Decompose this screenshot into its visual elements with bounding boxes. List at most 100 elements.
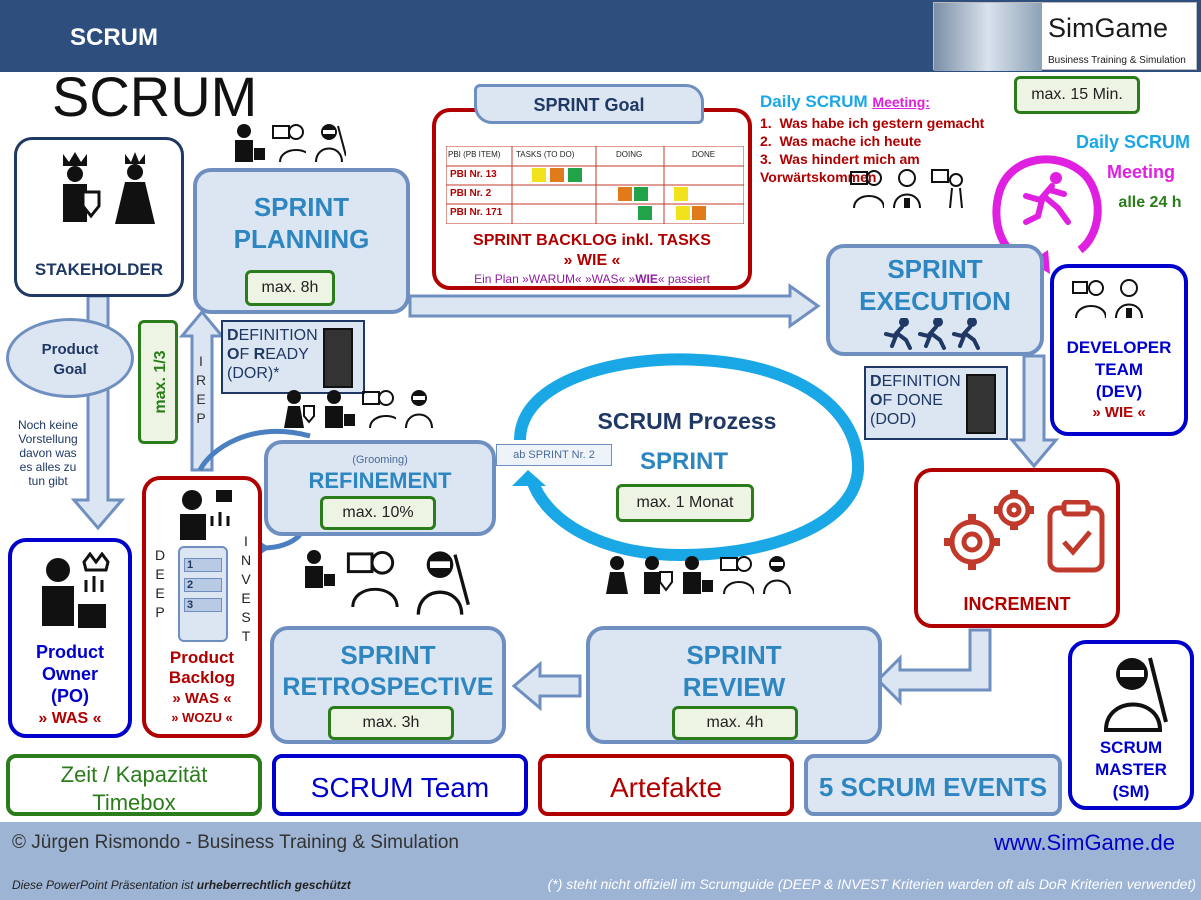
sm-line3: (SM) [1112,782,1150,801]
increment-card[interactable]: INCREMENT [914,468,1120,628]
invest-letters: I N V E S T [240,532,252,646]
sm-line1: SCRUM [1099,738,1163,757]
logo-subtitle: Business Training & Simulation [1048,55,1186,66]
po-line4: » WAS « [38,710,102,727]
task-board: PBI (PB ITEM) TASKS (TO DO) DOING DONE P… [445,145,745,225]
dor-l1b: EFINITION [238,327,318,344]
sprint-planning-event[interactable]: SPRINT PLANNING max. 8h [193,168,410,314]
dor-text: DEFINITION OF READY (DOR)* [227,326,318,383]
legend-artefacts: Artefakte [538,754,794,816]
sprint-timebox: max. 1 Monat [616,484,754,522]
process-sprint: SPRINT [639,448,728,475]
plan-b: WIE [635,272,658,286]
col-header-doing: DOING [616,150,643,159]
backlog-line2: Backlog [168,668,236,687]
developer-team-card[interactable]: DEVELOPER TEAM (DEV) » WIE « [1050,264,1188,436]
dev-line4: » WIE « [1092,404,1146,421]
invest-letter: N [240,552,252,568]
planning-timebox: max. 8h [245,270,335,306]
backlog-item: 2 [184,578,222,592]
dor-l3: (DOR)* [227,365,280,382]
product-owner-card[interactable]: Product Owner (PO) » WAS « [8,538,132,738]
product-backlog-card[interactable]: D E E P 1 2 3 I N V E S T Product Backlo… [142,476,262,738]
notice-b: urheberrechtlich geschützt [196,878,351,892]
dod-l3: (DOD) [870,411,917,428]
developer-icon [893,169,921,209]
running-team-icon [882,317,986,355]
dod-text: DEFINITION OF DONE (DOD) [870,372,961,429]
runner-icon [1012,170,1076,226]
dod-l2a: O [870,392,883,409]
refinement-title: REFINEMENT [308,468,452,493]
queen-icon [111,148,159,228]
po-note-line: davon was [19,446,77,460]
daily-timebox: max. 15 Min. [1014,76,1140,114]
sprint-backlog-card[interactable]: PBI (PB ITEM) TASKS (TO DO) DOING DONE P… [432,108,752,290]
grooming-label: (Grooming) [352,454,408,466]
product-goal-line1: Product [41,341,99,358]
backlog-line1: Product [169,648,235,667]
backlog-owner-icon [174,486,234,542]
col-header-tasks: TASKS (TO DO) [516,150,575,159]
sm-line2: MASTER [1095,760,1167,779]
product-goal-cloud[interactable]: Product Goal [6,318,134,398]
backlog-item: 3 [184,598,222,612]
dod-l2c: ONE [908,392,943,409]
execution-title-1: SPRINT [887,254,983,284]
dor-l2d: EADY [265,346,309,363]
arrow-backlog-to-refinement [197,429,311,472]
door-icon [966,374,996,434]
footer-bar [0,822,1201,900]
king-icon [644,556,673,594]
website-link[interactable]: www.SimGame.de [994,830,1175,855]
sprint-review-event[interactable]: SPRINT REVIEW max. 4h [586,626,882,744]
copyright-text: © Jürgen Rismondo - Business Training & … [12,832,459,853]
sprint-goal-banner[interactable]: SPRINT Goal [474,84,704,124]
arrow-refinement-to-planning [178,309,226,472]
dod-l2b: F D [882,392,909,409]
refinement-event[interactable]: (Grooming) REFINEMENT max. 10% [264,440,496,536]
definition-of-ready[interactable]: DEFINITION OF READY (DOR)* [221,320,365,394]
retro-title-2: RETROSPECTIVE [282,673,494,701]
notice-a: Diese PowerPoint Präsentation ist [12,878,197,892]
retro-title-1: SPRINT [340,640,436,670]
logo-image [934,3,1042,71]
daily-every-24h: alle 24 h [1118,194,1182,211]
sprint-backlog-wie: » WIE « [563,252,621,269]
developer-icon [931,169,963,209]
legend-artefacts-label: Artefakte [609,772,723,803]
row-label: PBI Nr. 171 [450,207,503,218]
arrow-increment-to-review [875,628,992,706]
deep-letters: D E E P [154,546,166,622]
developer-icon [362,390,396,429]
deep-letter: E [155,585,165,601]
gears-icon [936,482,1046,582]
row-label: PBI Nr. 2 [450,188,492,199]
scrum-master-icon [416,551,470,615]
dor-l2c: R [253,346,266,363]
stakeholder-label: STAKEHOLDER [34,260,164,279]
planning-title-1: SPRINT [253,192,350,222]
col-header-pbi: PBI (PB ITEM) [448,150,501,159]
scrum-master-icon [405,390,433,429]
invest-letter: V [241,571,251,587]
plan-c: « passiert [657,272,710,286]
product-owner-icon [325,390,355,428]
invest-letter: T [241,628,251,644]
legend-events-label: 5 SCRUM EVENTS [818,772,1048,802]
definition-of-done[interactable]: DEFINITION OF DONE (DOD) [864,366,1008,440]
sprint-execution-event[interactable]: SPRINT EXECUTION [826,244,1044,356]
dor-l2b: F [239,346,254,363]
dor-l1a: D [227,327,239,344]
queen-icon [606,556,628,594]
copyright-notice: Diese PowerPoint Präsentation ist urhebe… [12,878,351,892]
simgame-logo[interactable]: SimGame Business Training & Simulation [933,2,1197,71]
stakeholder-card[interactable]: STAKEHOLDER [14,137,184,297]
scrum-master-card[interactable]: SCRUM MASTER (SM) [1068,640,1194,810]
irep-letter: R [195,372,207,388]
retro-timebox: max. 3h [328,706,454,740]
col-header-done: DONE [692,150,716,159]
product-owner-icon [683,556,713,594]
sprint-retrospective-event[interactable]: SPRINT RETROSPECTIVE max. 3h [270,626,506,744]
developer-icon [720,556,754,595]
